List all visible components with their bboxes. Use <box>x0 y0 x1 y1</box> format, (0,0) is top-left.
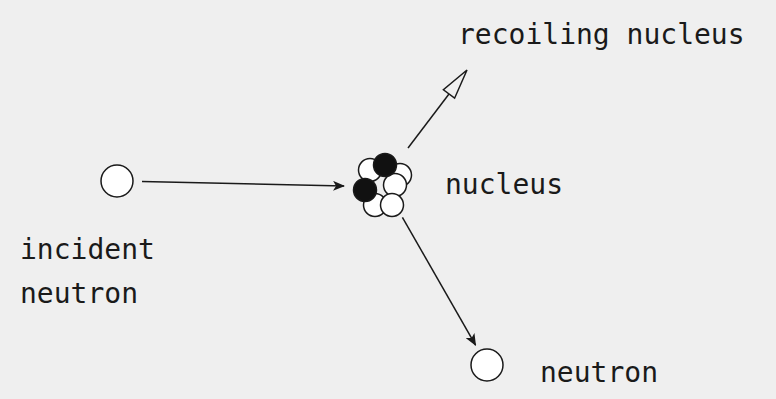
particle-circle <box>101 165 133 197</box>
motion-arrow <box>142 182 344 187</box>
arrow-label: recoiling nucleus <box>458 18 745 52</box>
neutron-particle: incident neutron <box>100 164 134 198</box>
neutron-particle: neutron <box>470 348 504 382</box>
particle-label: nucleus <box>445 168 563 202</box>
recoil-arrow <box>408 70 467 148</box>
proton-ball <box>374 154 397 177</box>
particle-label: neutron <box>540 356 658 390</box>
nucleus-cluster: nucleus <box>350 152 420 222</box>
recoil-arrow-head <box>443 70 467 98</box>
nucleus-shape <box>350 152 420 222</box>
particle-circle <box>471 349 503 381</box>
particle-label: incident neutron <box>20 228 170 316</box>
particle-shape <box>100 164 134 198</box>
recoil-arrow-shaft <box>408 94 449 148</box>
particle-shape <box>470 348 504 382</box>
proton-ball <box>354 179 377 202</box>
motion-arrow <box>402 217 475 345</box>
neutron-ball <box>381 194 404 217</box>
